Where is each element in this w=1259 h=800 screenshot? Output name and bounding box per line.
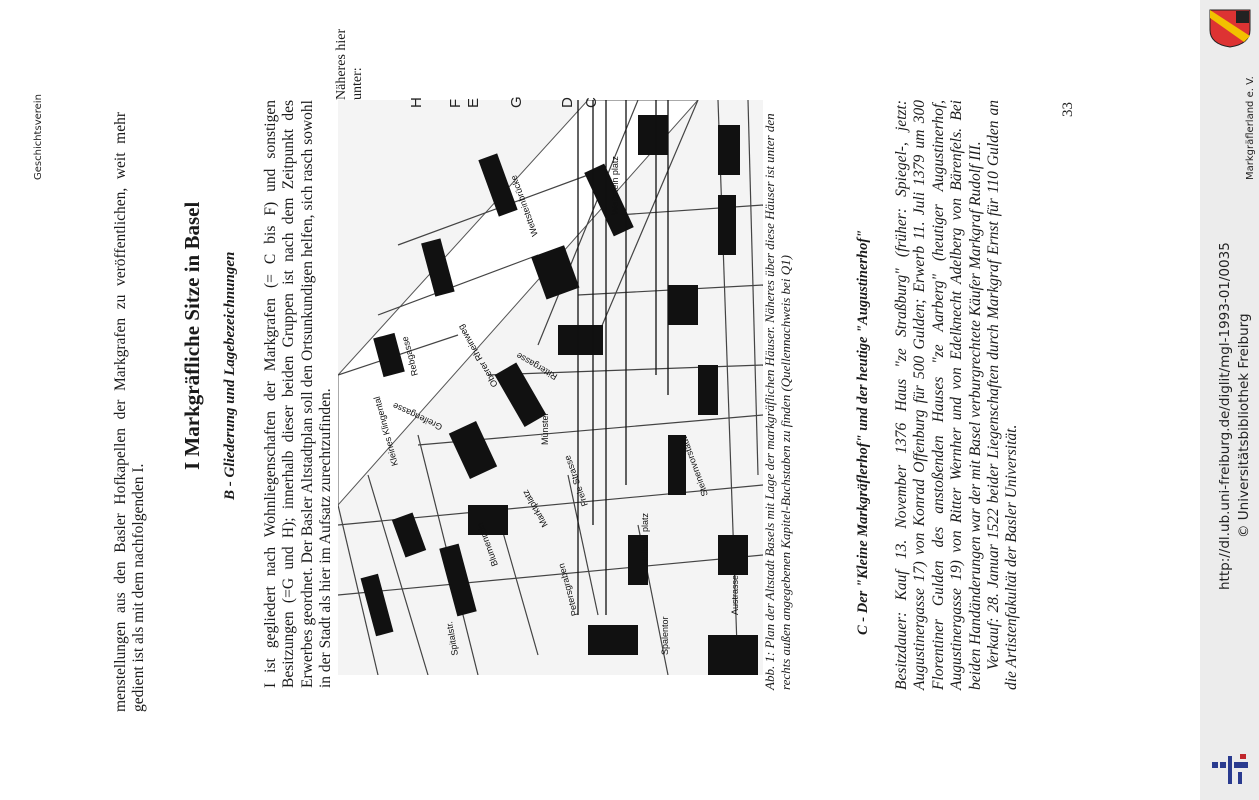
- document-url[interactable]: http://dl.ub.uni-freiburg.de/diglit/mgl-…: [1217, 242, 1233, 590]
- old-town-map: Kleines Klingental Rebgasse Greifengasse…: [338, 100, 763, 675]
- map-letter-c: C: [583, 97, 600, 108]
- paragraph-b: I ist gegliedert nach Wohnliegenschaften…: [262, 100, 335, 688]
- map-letter-e: E: [465, 97, 482, 108]
- page-content: menstellungen aus den Basler Hofkapellen…: [112, 28, 1076, 712]
- map-letter-d: D: [559, 97, 576, 108]
- paragraph-c1: Besitzdauer: Kauf 13. November 1376 Haus…: [893, 100, 984, 690]
- subsection-heading-c: C - Der "Kleine Markgräflerhof" und der …: [855, 229, 871, 635]
- map-letter-g: G: [508, 96, 525, 108]
- street-label: Münster: [540, 412, 550, 445]
- street-label: Holbein platz: [640, 512, 650, 565]
- intro-paragraph: menstellungen aus den Basler Hofkapellen…: [112, 112, 148, 712]
- map-letter-f: F: [447, 98, 464, 108]
- viewer-sidebar: Geschichtsverein Markgräflerland e. V. h…: [33, 0, 1259, 800]
- society-name-line1: Geschichtsverein: [33, 94, 44, 180]
- page-number: 33: [1060, 102, 1076, 117]
- society-name-line2: Markgräflerland e. V.: [1245, 76, 1256, 180]
- street-label: Wettstein platz: [610, 156, 620, 215]
- street-label: Spalentor: [660, 616, 670, 655]
- paragraph-c2: Verkauf: 28. Januar 1522 beider Liegensc…: [985, 100, 1021, 690]
- map-letter-h: H: [408, 97, 425, 108]
- library-logo-icon: [1212, 754, 1248, 784]
- scanned-page: menstellungen aus den Basler Hofkapellen…: [112, 28, 1076, 712]
- side-note: Näheres hier unter:: [334, 28, 365, 100]
- street-label: Austrasse: [730, 575, 740, 615]
- figure-caption: Abb. 1: Plan der Altstadt Basels mit Lag…: [762, 113, 793, 690]
- section-heading: I Markgräfliche Sitze in Basel: [180, 201, 204, 470]
- library-credit: © Universitätsbibliothek Freiburg: [1236, 313, 1252, 538]
- society-logo-icon: [1209, 9, 1251, 48]
- subsection-heading-b: B - Gliederung und Lagebezeichnungen: [222, 251, 238, 500]
